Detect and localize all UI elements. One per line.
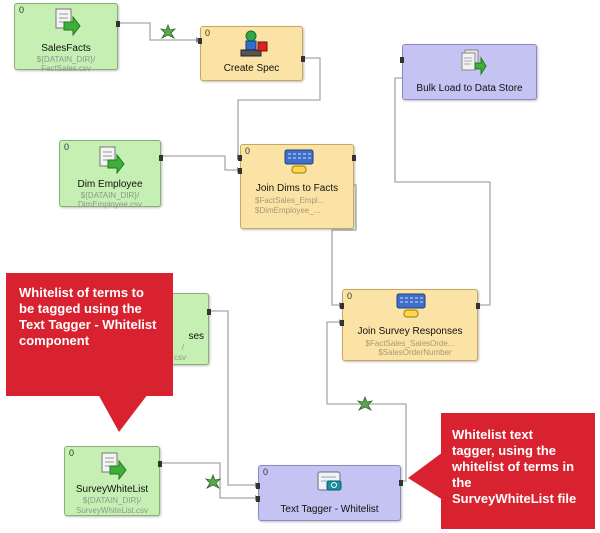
wire-whitelist-tagger [160,462,258,499]
node-title: SalesFacts [41,43,91,54]
input-port[interactable] [238,155,242,161]
node-title: Join Dims to Facts [255,183,339,194]
input-port[interactable] [256,496,260,502]
node-bulk-load[interactable]: Bulk Load to Data Store [400,44,537,100]
node-index: 0 [19,5,25,15]
node-title: Text Tagger - Whitelist [280,504,379,515]
node-subtitle: $FactSales_SalesOrde... [365,339,455,348]
edge-status-icon [204,473,222,489]
node-index: 0 [263,467,269,477]
node-subtitle: SurveyWhiteList.csv [75,506,149,515]
node-join-survey[interactable]: 0 Join Survey Responses $FactSales_Sales… [340,289,480,361]
csv-reader-icon [55,8,81,36]
node-survey-whitelist[interactable]: 0 SurveyWhiteList ${DATAIN_DIR}/ SurveyW… [64,446,162,516]
callout-line: Whitelist text [452,427,533,442]
input-port[interactable] [340,320,344,326]
callout-line: whitelist of terms in [452,459,575,474]
output-port[interactable] [207,309,211,315]
wire-dimemployee-join [160,155,240,171]
callout-tagger-description: Whitelist text tagger, using the whiteli… [441,413,595,529]
node-subtitle: ${DATAIN_DIR}/ [80,191,140,200]
node-index: 0 [64,142,70,152]
edge-status-icon [159,23,177,39]
node-index: 0 [205,28,211,38]
node-subtitle: $DimEmployee_... [255,206,321,215]
node-title: SurveyWhiteList [75,484,149,495]
node-subtitle: FactSales.csv [41,64,91,73]
output-port[interactable] [476,303,480,309]
node-join-dims[interactable]: 0 Join Dims to Facts $FactSales_Empl... … [238,144,356,229]
spec-builder-icon [240,30,268,57]
output-port[interactable] [158,461,162,467]
node-index: 0 [245,146,251,156]
node-create-spec[interactable]: 0 Create Spec [198,26,305,81]
node-text-tagger[interactable]: 0 Text Tagger - Whitelist [256,465,403,521]
output-port[interactable] [116,21,120,27]
callout-line: Whitelist of terms to [19,285,144,300]
wire-salesfacts-createspec [117,22,200,41]
callout-line: Text Tagger - Whitelist [19,317,157,332]
wire-bulk-joinsurvey [394,77,491,306]
callout-line: component [19,333,90,348]
wire-join-joinsurvey [331,184,357,306]
edge-status-icon [356,395,374,411]
node-subtitle: ${DATAIN_DIR}/ [82,496,142,505]
node-subtitle: ${DATAIN_DIR}/ [36,55,96,64]
join-icon [396,293,426,318]
input-port[interactable] [256,483,260,489]
node-subtitle: DimEmployee.csv [77,200,142,209]
csv-reader-icon [101,452,127,480]
node-title: Dim Employee [77,179,143,190]
node-subtitle: / [181,343,184,352]
callout-line: the [452,475,472,490]
input-port[interactable] [400,57,404,63]
callout-line: tagger, using the [452,443,557,458]
text-tagger-icon [317,471,342,491]
input-port[interactable] [238,168,242,174]
node-subtitle: $SalesOrderNumber [378,348,452,357]
node-subtitle: $FactSales_Empl... [255,196,325,205]
input-port[interactable] [198,38,202,44]
callout-whitelist-terms: Whitelist of terms to be tagged using th… [6,273,173,396]
bulk-load-icon [461,49,487,76]
csv-reader-icon [99,146,125,174]
node-index: 0 [69,448,75,458]
node-title: Bulk Load to Data Store [416,83,523,94]
wire-surveyresp-tagger [209,310,258,486]
output-port[interactable] [399,480,403,486]
output-port[interactable] [159,155,163,161]
node-title: Join Survey Responses [357,326,463,337]
node-title: Create Spec [223,63,280,74]
callout-line: be tagged using the [19,301,142,316]
node-index: 0 [347,291,353,301]
input-port[interactable] [340,303,344,309]
join-icon [284,149,314,174]
callout-line: SurveyWhiteList file [452,491,577,506]
node-dim-employee[interactable]: 0 Dim Employee ${DATAIN_DIR}/ DimEmploye… [59,140,163,209]
output-port[interactable] [301,56,305,62]
output-port[interactable] [352,155,356,161]
node-salesfacts[interactable]: 0 SalesFacts ${DATAIN_DIR}/ FactSales.cs… [14,3,120,73]
node-subtitle: csv [174,353,186,362]
node-title: ses [188,331,204,342]
